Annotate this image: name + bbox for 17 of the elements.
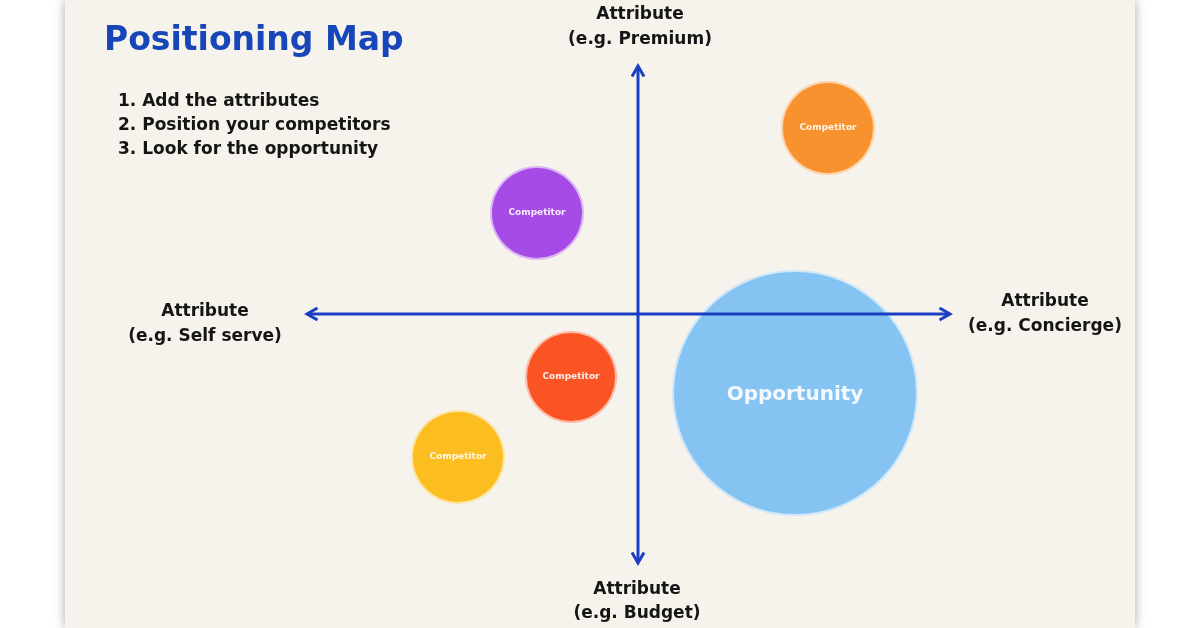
axis-label: Attribute: [160, 299, 250, 322]
step-text: 3. Look for the opportunity: [118, 137, 380, 160]
axis-label: Attribute: [595, 2, 685, 25]
circle-label: Competitor: [799, 121, 857, 135]
axis-label: Attribute: [1000, 289, 1090, 312]
circle-label: Competitor: [429, 450, 487, 464]
axis-label: (e.g. Budget): [572, 601, 702, 624]
axis-label: Attribute: [592, 577, 682, 600]
circle-label: Competitor: [508, 206, 566, 220]
step-text: 2. Position your competitors: [118, 113, 392, 136]
axis-label: (e.g. Premium): [567, 27, 713, 50]
circle-label: Competitor: [542, 370, 600, 384]
step-text: 1. Add the attributes: [118, 89, 321, 112]
axis-label: (e.g. Concierge): [967, 314, 1123, 337]
title: Positioning Map: [104, 18, 404, 60]
axis-label: (e.g. Self serve): [127, 324, 283, 347]
circle-label: Opportunity: [726, 380, 864, 407]
